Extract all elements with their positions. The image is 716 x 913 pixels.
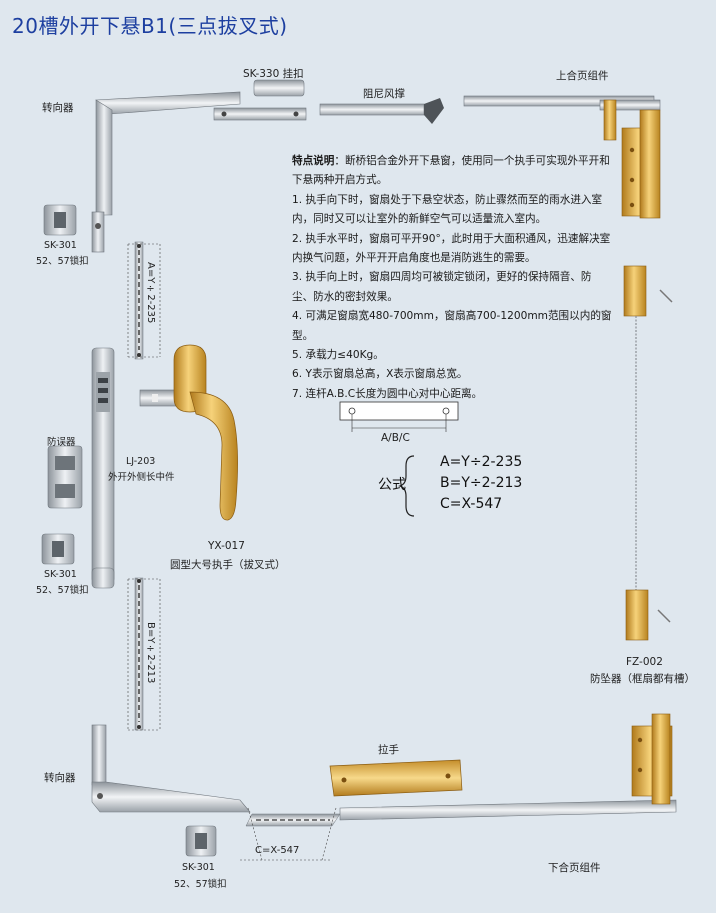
label-lj203: LJ-203	[126, 456, 156, 467]
label-damper: 阻尼风撑	[363, 88, 405, 100]
handle-yx017	[173, 344, 238, 521]
label-fz002: FZ-002	[626, 656, 663, 668]
description-item: 4. 可满足窗扇宽480-700mm，窗扇高700-1200mm范围以内的窗型。	[292, 310, 612, 342]
keeper-sk301-top	[43, 204, 77, 236]
rod-b	[134, 577, 144, 731]
description-heading: 特点说明	[292, 155, 335, 167]
description-item: 2. 执手水平时，窗扇可平开90°，此时用于大面积通风，迅速解决室内换气问题，外…	[292, 232, 611, 265]
label-upper-hinge: 上合页组件	[556, 70, 609, 82]
hook-sk330	[213, 79, 307, 121]
rod-a	[134, 241, 144, 360]
keeper-sk301-bottom	[185, 825, 217, 857]
abc-link-diagram	[339, 401, 459, 432]
label-pull-handle: 拉手	[378, 744, 399, 756]
label-sk301-b: SK-301	[44, 569, 77, 580]
label-anti-misoperation: 防误器	[47, 437, 76, 448]
formula-c: C=X-547	[440, 496, 503, 512]
rod-c	[245, 813, 341, 827]
keeper-sk301-middle	[41, 533, 75, 565]
label-corner-bottom: 转向器	[44, 772, 76, 784]
formula-prefix: 公式	[378, 477, 406, 493]
page-title: 20槽外开下悬B1(三点拔叉式)	[12, 14, 288, 38]
description-item: 3. 执手向上时，窗扇四周均可被锁定锁闭，更好的保持隔音、防尘、防水的密封效果。	[292, 271, 592, 303]
formula-a: A=Y÷2-235	[440, 454, 523, 470]
label-lj203-sub: 外开外侧长中件	[108, 472, 175, 483]
abc-label: A/B/C	[381, 432, 410, 444]
dim-a-label: A=Y÷2-235	[145, 262, 156, 324]
label-handle-code: YX-017	[208, 540, 245, 552]
formula-brace	[398, 455, 415, 517]
anti-fall-device	[623, 265, 673, 641]
anti-misoperation-device	[47, 445, 83, 509]
corner-drive-top	[91, 91, 241, 253]
feature-description: 特点说明：断桥铝合金外开下悬窗，使用同一个执手可实现外平开和下悬两种开启方式。 …	[292, 152, 612, 404]
upper-hinge-assembly	[463, 95, 661, 219]
description-item: 5. 承载力≤40Kg。	[292, 349, 384, 362]
corner-drive-bottom	[91, 724, 251, 813]
description-item: 7. 连杆A.B.C长度为圆中心对中心距离。	[292, 387, 483, 400]
description-intro: 特点说明：断桥铝合金外开下悬窗，使用同一个执手可实现外平开和下悬两种开启方式。	[292, 155, 610, 187]
dim-b-label: B=Y÷2-213	[145, 622, 156, 684]
label-sk301-b-sub: 52、57锁扣	[36, 585, 89, 596]
label-sk330: SK-330 挂扣	[243, 68, 304, 80]
damper-stay	[319, 98, 444, 124]
pull-handle	[329, 759, 463, 797]
description-item: 1. 执手向下时，窗扇处于下悬空状态，防止骤然而至的雨水进入室内，同时又可以让室…	[292, 193, 603, 226]
label-sk301-c-sub: 52、57锁扣	[174, 879, 227, 890]
label-handle-name: 圆型大号执手（拔叉式）	[170, 559, 286, 571]
formula-lines: A=Y÷2-235 B=Y÷2-213 C=X-547	[440, 452, 522, 515]
dim-c-label: C=X-547	[255, 845, 300, 856]
gearbox-body	[91, 347, 115, 589]
label-sk301-a: SK-301	[44, 240, 77, 251]
lower-hinge-assembly	[339, 713, 677, 821]
label-corner-top: 转向器	[42, 102, 74, 114]
description-item: 6. Y表示窗扇总高，X表示窗扇总宽。	[292, 368, 468, 381]
label-lower-hinge: 下合页组件	[548, 862, 601, 874]
formula-b: B=Y÷2-213	[440, 475, 523, 491]
label-sk301-c: SK-301	[182, 862, 215, 873]
label-sk301-a-sub: 52、57锁扣	[36, 256, 89, 267]
label-fz002-sub: 防坠器（框扇都有槽）	[590, 673, 695, 685]
